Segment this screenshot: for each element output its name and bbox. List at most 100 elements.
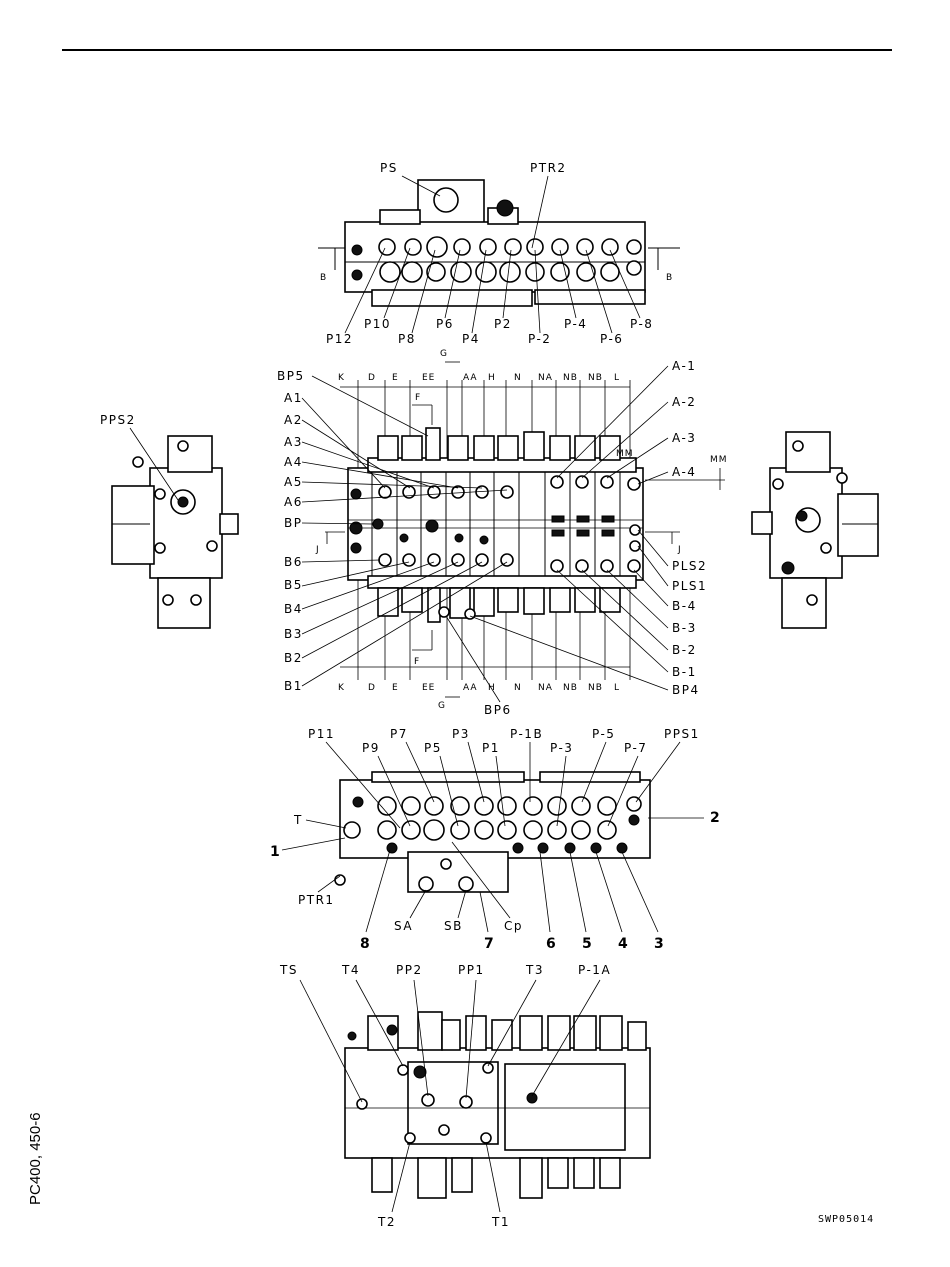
- label-b-4: B-4: [672, 599, 697, 613]
- section-b-left: B: [320, 273, 327, 283]
- label-b-1: B-1: [672, 665, 697, 679]
- label-p9: P9: [362, 741, 380, 755]
- left-side-view: PPS2: [100, 413, 239, 629]
- label-b2: B2: [284, 651, 303, 665]
- label-2: 2: [710, 810, 720, 826]
- label-p7: P7: [390, 727, 408, 741]
- sec-top-na: NA: [538, 373, 553, 383]
- cut-j-right: J: [677, 545, 682, 555]
- front-view: K D E EE AA H N NA NB NB L K D E EE AA H…: [277, 349, 728, 717]
- label-a-1: A-1: [672, 359, 696, 373]
- label-b4: B4: [284, 602, 303, 616]
- label-t2: T2: [377, 1215, 396, 1229]
- label-p-1b: P-1B: [510, 727, 543, 741]
- label-p2: P2: [494, 317, 512, 331]
- sec-bot-l: L: [614, 683, 620, 693]
- label-b-3: B-3: [672, 621, 697, 635]
- label-p-3: P-3: [550, 741, 573, 755]
- label-p11: P11: [308, 727, 335, 741]
- label-sb: SB: [444, 919, 463, 933]
- label-t: T: [293, 813, 303, 827]
- sec-top-aa: AA: [463, 373, 478, 383]
- cut-f-top: F: [415, 393, 421, 403]
- label-4: 4: [618, 936, 628, 952]
- section-b-right: B: [666, 273, 673, 283]
- sec-bot-aa: AA: [463, 683, 478, 693]
- cut-f-bottom: F: [414, 657, 420, 667]
- label-b5: B5: [284, 578, 303, 592]
- label-b3: B3: [284, 627, 303, 641]
- label-pps1: PPS1: [664, 727, 700, 741]
- label-bp: BP: [284, 516, 302, 530]
- label-bp5: BP5: [277, 369, 305, 383]
- sec-bot-nb2: NB: [588, 683, 603, 693]
- label-bp4: BP4: [672, 683, 700, 697]
- sec-bot-n: N: [514, 683, 522, 693]
- label-p-8: P-8: [630, 317, 653, 331]
- label-pps2: PPS2: [100, 413, 136, 427]
- label-p5: P5: [424, 741, 442, 755]
- sec-bot-na: NA: [538, 683, 553, 693]
- label-7: 7: [484, 936, 494, 952]
- label-t1: T1: [491, 1215, 510, 1229]
- label-pls2: PLS2: [672, 559, 707, 573]
- bottom-view: P11 P9 P7 P5 P3 P1 P-1B P-3 P-5 P-7 PPS1…: [270, 727, 720, 952]
- label-p1: P1: [482, 741, 500, 755]
- label-a4: A4: [284, 455, 303, 469]
- label-a1: A1: [284, 391, 303, 405]
- mm-mark-top: MM: [710, 455, 728, 465]
- label-a2: A2: [284, 413, 303, 427]
- label-a3: A3: [284, 435, 303, 449]
- sec-bot-k: K: [338, 683, 345, 693]
- cut-g-bottom: G: [438, 701, 446, 711]
- mm-mark-section: MM: [616, 449, 634, 459]
- sec-top-e: E: [392, 373, 399, 383]
- sec-top-nb1: NB: [563, 373, 578, 383]
- sec-bot-e: E: [392, 683, 399, 693]
- label-ptr2: PTR2: [530, 161, 567, 175]
- label-b1: B1: [284, 679, 303, 693]
- cut-g-top: G: [440, 349, 448, 359]
- label-p-7: P-7: [624, 741, 647, 755]
- label-t3: T3: [525, 963, 544, 977]
- label-ptr1: PTR1: [298, 893, 335, 907]
- label-p-2: P-2: [528, 332, 551, 346]
- label-6: 6: [546, 936, 556, 952]
- label-cp: Cp: [504, 919, 523, 933]
- sec-top-k: K: [338, 373, 345, 383]
- label-pls1: PLS1: [672, 579, 707, 593]
- label-a-2: A-2: [672, 395, 696, 409]
- sec-bot-nb1: NB: [563, 683, 578, 693]
- label-a-4: A-4: [672, 465, 696, 479]
- label-b-2: B-2: [672, 643, 697, 657]
- sec-top-ee: EE: [422, 373, 435, 383]
- label-p-6: P-6: [600, 332, 623, 346]
- sec-top-l: L: [614, 373, 620, 383]
- label-a5: A5: [284, 475, 303, 489]
- label-pp1: PP1: [458, 963, 485, 977]
- label-pp2: PP2: [396, 963, 423, 977]
- sec-top-d: D: [368, 373, 376, 383]
- drawing-code: SWP05014: [818, 1214, 874, 1225]
- sec-top-nb2: NB: [588, 373, 603, 383]
- label-p-5: P-5: [592, 727, 615, 741]
- model-label: PC400, 450-6: [27, 1112, 44, 1205]
- label-p6: P6: [436, 317, 454, 331]
- label-a-3: A-3: [672, 431, 696, 445]
- label-bp6: BP6: [484, 703, 512, 717]
- label-t4: T4: [341, 963, 360, 977]
- right-side-view: [751, 431, 879, 629]
- label-p-4: P-4: [564, 317, 587, 331]
- label-b6: B6: [284, 555, 303, 569]
- sec-bot-d: D: [368, 683, 376, 693]
- sec-bot-ee: EE: [422, 683, 435, 693]
- label-p12: P12: [326, 332, 353, 346]
- rear-view: TS T4 PP2 PP1 T3 P-1A T2 T1: [279, 963, 651, 1229]
- sec-top-n: N: [514, 373, 522, 383]
- cut-j-left: J: [315, 545, 320, 555]
- label-1: 1: [270, 844, 280, 860]
- label-p4: P4: [462, 332, 480, 346]
- top-view: B B PS PTR2 P12 P10 P8 P6 P4 P2 P-2 P-4 …: [318, 161, 680, 346]
- label-p-1a: P-1A: [578, 963, 611, 977]
- label-ps: PS: [380, 161, 398, 175]
